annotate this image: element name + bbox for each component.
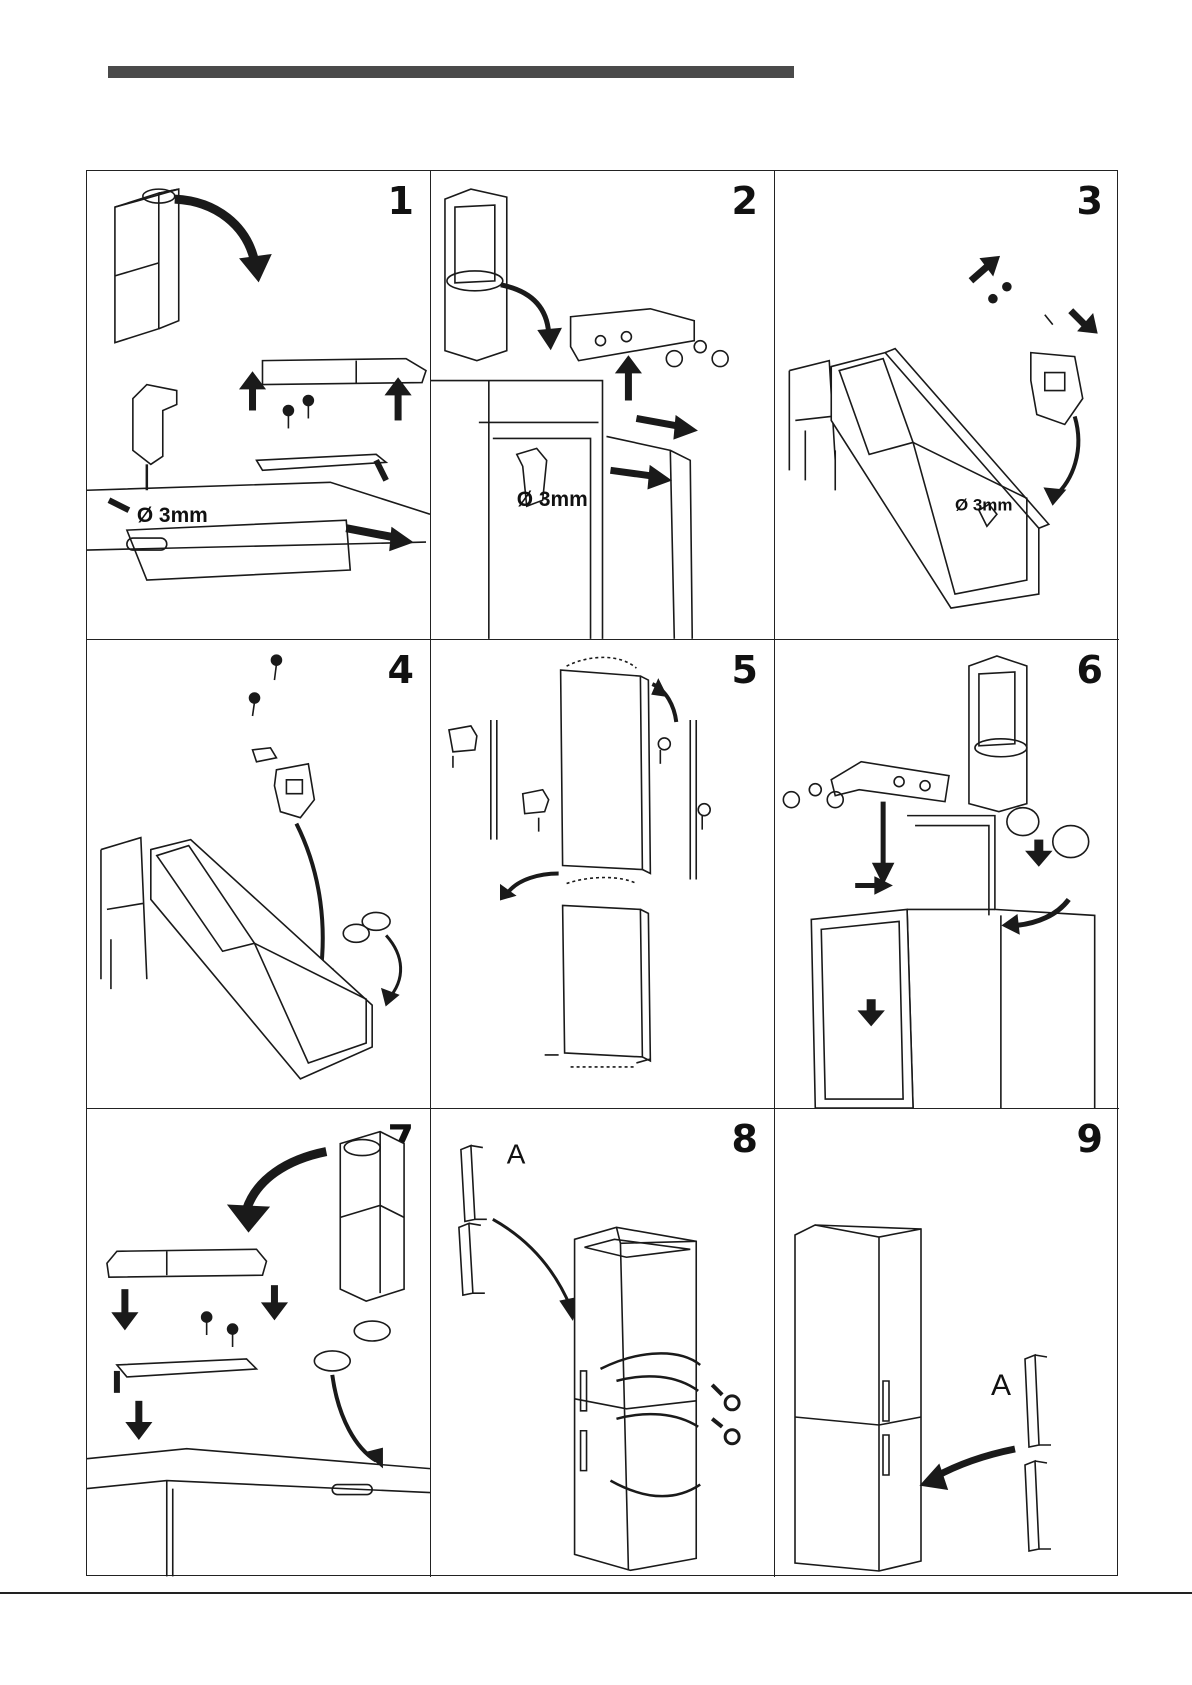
screw-icon xyxy=(250,655,282,716)
arrow-icon xyxy=(386,935,400,999)
fridge-icon xyxy=(445,189,507,361)
arrow-icon xyxy=(1055,416,1079,496)
arrow-icon xyxy=(332,1375,376,1461)
handle-label-a: A xyxy=(507,1139,526,1170)
arrow-icon xyxy=(493,1219,571,1307)
step-3-panel: 3 xyxy=(775,171,1119,640)
step-1-illustration: Ø 3mm xyxy=(87,171,430,639)
arrow-icon xyxy=(971,267,987,281)
fridge-icon xyxy=(831,349,1049,608)
hinge-icon xyxy=(253,748,315,818)
fridge-icon xyxy=(115,189,179,343)
arrow-icon xyxy=(346,528,398,538)
arrow-icon xyxy=(712,1419,722,1427)
step-4-illustration xyxy=(87,640,430,1108)
step-2-panel: 2 xyxy=(431,171,775,640)
top-cover xyxy=(262,359,426,385)
step-7-illustration xyxy=(87,1109,430,1577)
arrow-icon xyxy=(509,874,559,892)
hinge-icon xyxy=(117,1359,257,1393)
step-9-illustration: A xyxy=(775,1109,1119,1577)
hinge-icon xyxy=(257,454,387,480)
step-3-illustration: Ø 3mm xyxy=(775,171,1119,639)
header-bar xyxy=(108,66,794,78)
arrow-icon xyxy=(109,500,129,510)
step-6-illustration xyxy=(775,640,1119,1108)
step-4-panel: 4 xyxy=(87,640,431,1109)
instruction-grid: 1 xyxy=(86,170,1118,1576)
plug-cap-icon xyxy=(1007,808,1089,858)
screw-icon xyxy=(989,283,1053,325)
arrow-icon xyxy=(175,199,255,261)
hinge-icon xyxy=(449,726,549,814)
step-7-panel: 7 xyxy=(87,1109,431,1577)
handle-icon xyxy=(459,1146,487,1296)
step-8-illustration: A xyxy=(431,1109,774,1577)
drill-size-label: Ø 3mm xyxy=(137,504,208,527)
step-5-illustration xyxy=(431,640,774,1108)
step-1-panel: 1 xyxy=(87,171,431,640)
screw-icon xyxy=(202,1312,238,1347)
top-cover xyxy=(107,1249,267,1277)
screw-icon xyxy=(283,396,313,429)
step-2-illustration: Ø 3mm xyxy=(431,171,774,639)
arrow-icon xyxy=(935,1449,1015,1477)
step-5-panel: 5 xyxy=(431,640,775,1109)
footer-rule xyxy=(0,1592,1192,1594)
hinge-icon xyxy=(571,309,695,361)
arrow-icon xyxy=(712,1385,722,1395)
plug-cap-icon xyxy=(343,912,390,942)
drill-icon xyxy=(133,385,177,491)
arrow-icon xyxy=(247,1152,327,1210)
arrow-icon xyxy=(610,470,654,476)
fridge-icon xyxy=(340,1132,404,1302)
handle-label-a: A xyxy=(991,1369,1011,1402)
drill-size-label: Ø 3mm xyxy=(517,488,588,511)
fridge-icon xyxy=(795,1225,921,1571)
arrow-icon xyxy=(636,418,680,426)
hinge-icon xyxy=(1031,353,1083,425)
fridge-icon xyxy=(969,656,1027,812)
plug-cap-icon xyxy=(314,1321,390,1371)
step-6-panel: 6 xyxy=(775,640,1119,1109)
drill-size-label: Ø 3mm xyxy=(955,495,1012,514)
fridge-icon xyxy=(575,1227,697,1570)
fridge-icon xyxy=(151,840,372,1079)
hinge-icon xyxy=(831,762,949,802)
step-8-panel: 8 xyxy=(431,1109,775,1577)
arrow-icon xyxy=(501,285,549,333)
step-9-panel: 9 A xyxy=(775,1109,1119,1577)
